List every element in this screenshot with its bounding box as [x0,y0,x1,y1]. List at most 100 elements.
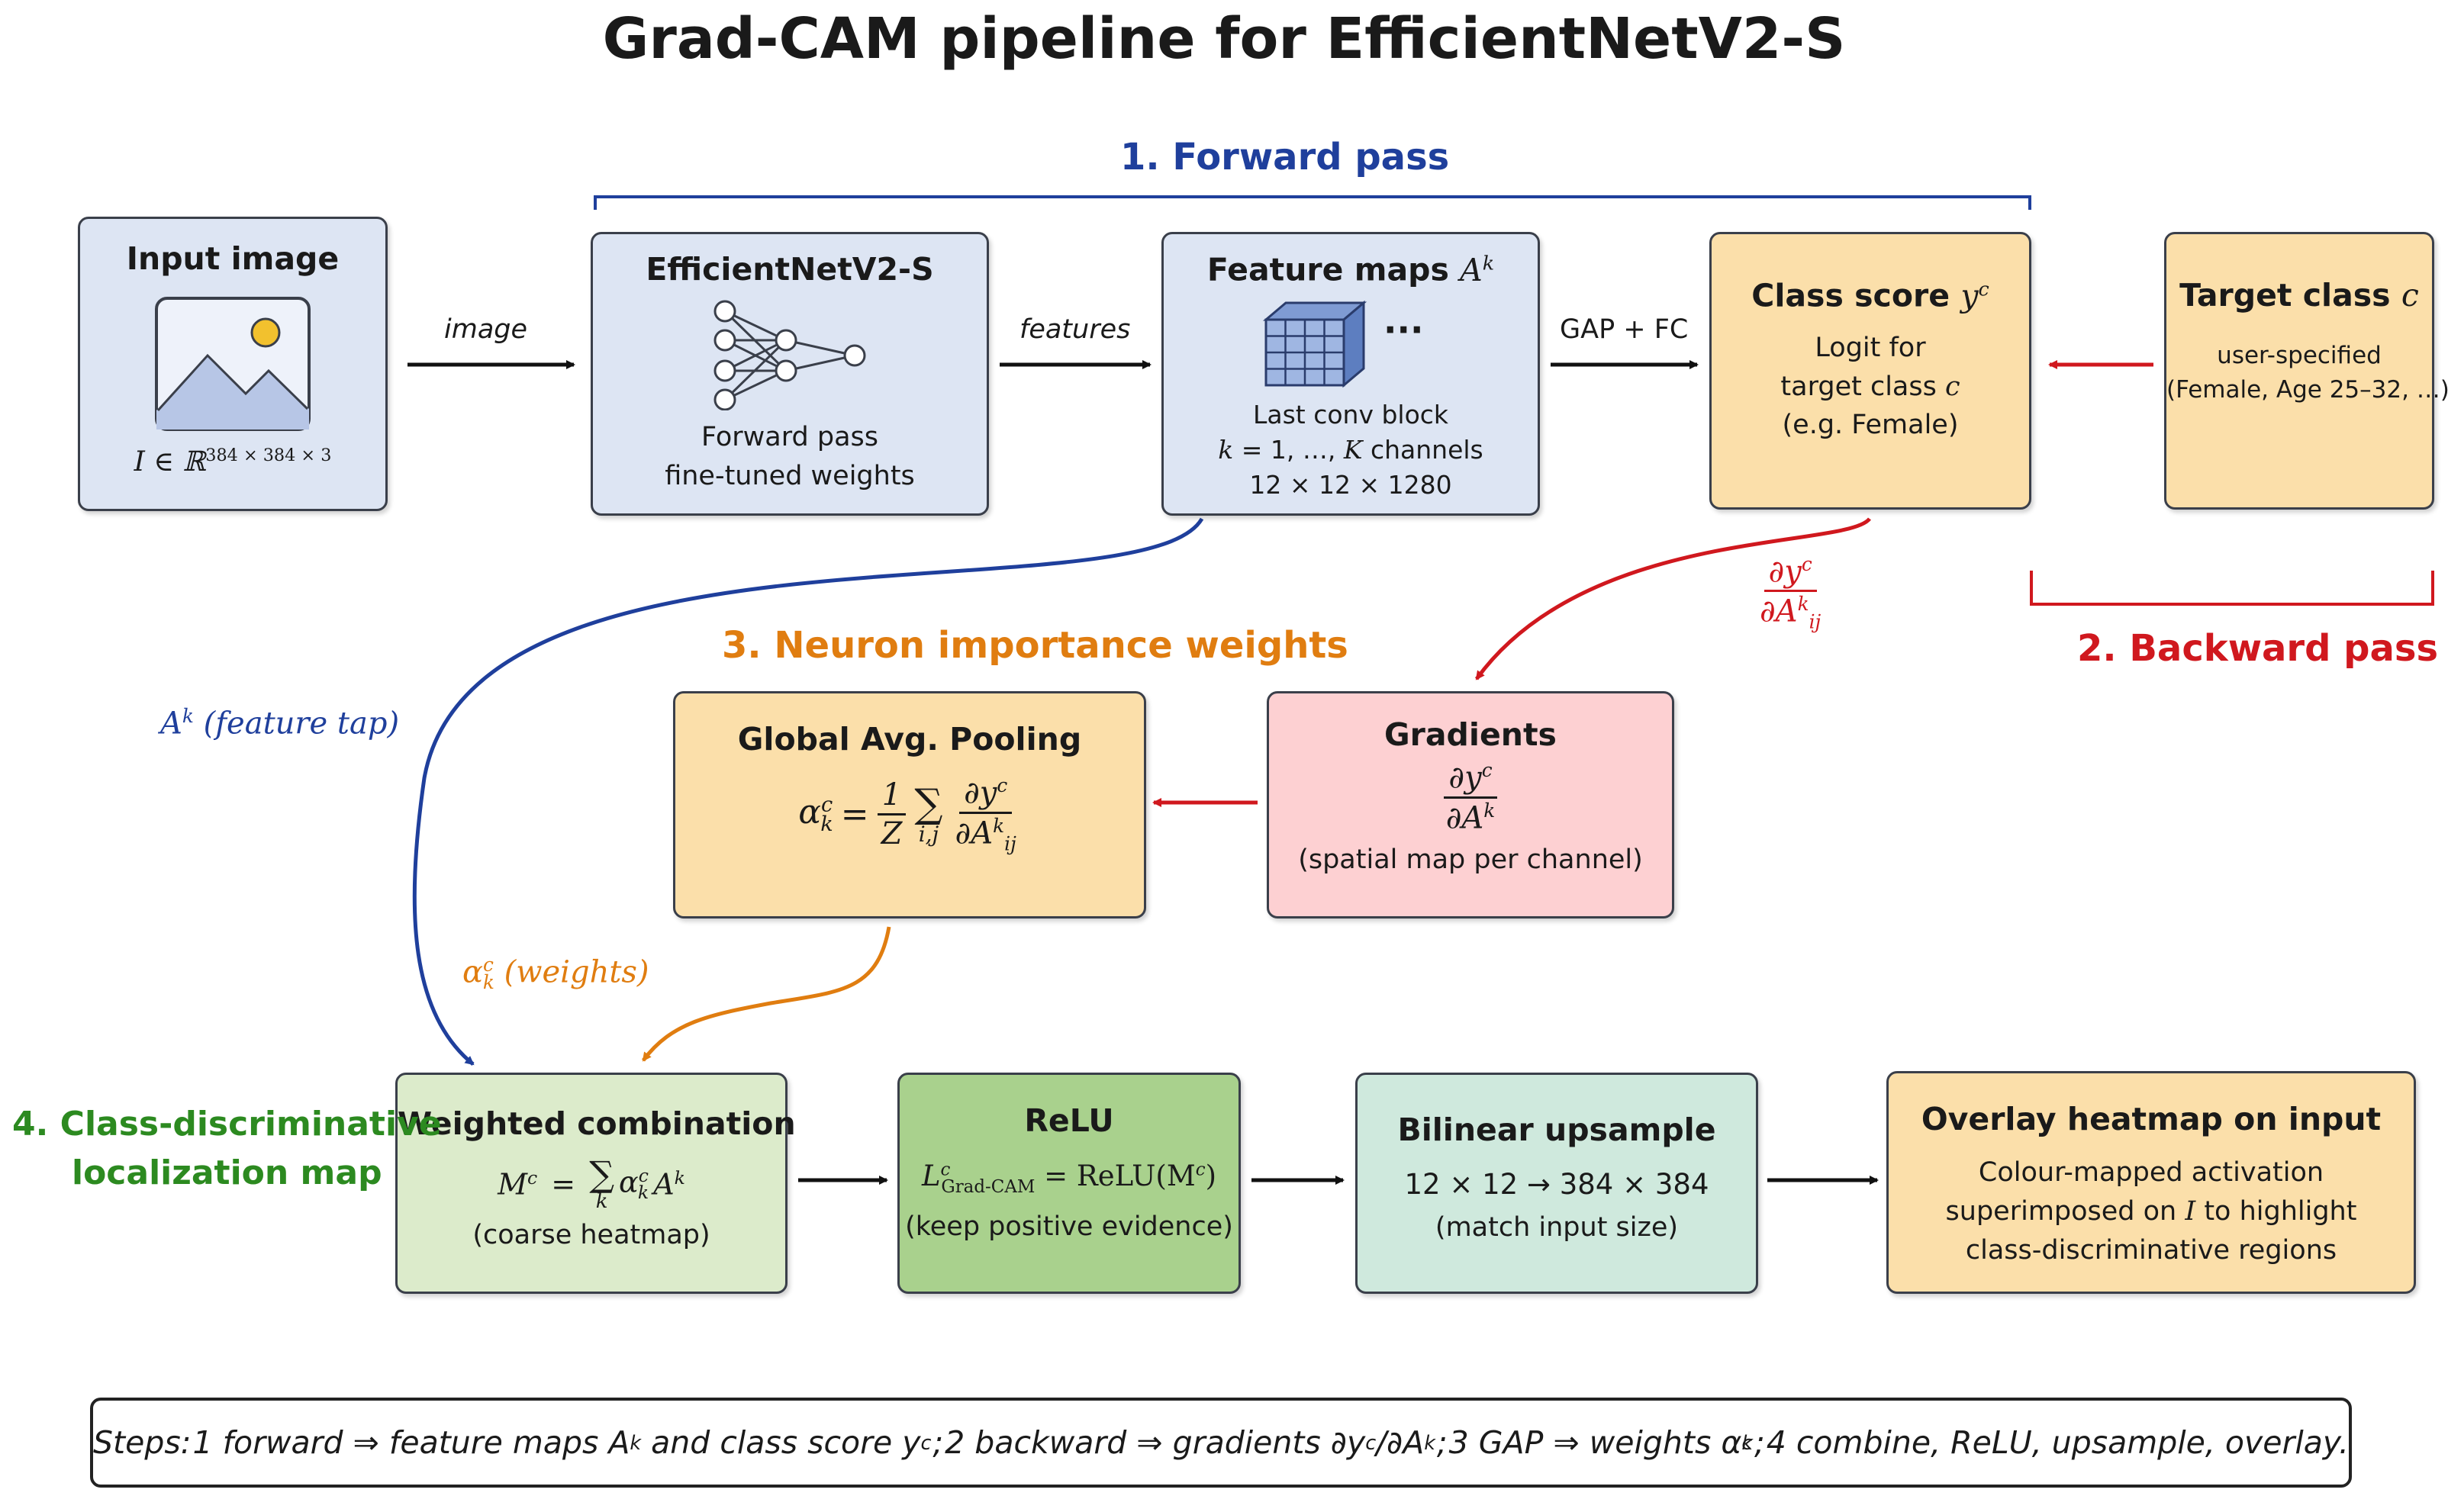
steps-1-sup: k [630,1431,642,1454]
gradients-line1: (spatial map per channel) [1298,844,1643,875]
stage-forward-label: 1. Forward pass [1120,136,1450,179]
gap-grad-num-sup: c [997,774,1008,797]
gap-alpha-sub: k [820,812,833,837]
class-score-symbol: y [1960,277,1979,314]
stage-neuron-label: 3. Neuron importance weights [722,624,1348,667]
gradients-num: ∂y [1448,760,1482,796]
class-score-line2: target class c [1712,368,2029,407]
efficientnet-line2: fine-tuned weights [665,460,915,491]
edge-label-gradient: ∂yc ∂Akij [1755,554,1825,632]
gap-title: Global Avg. Pooling [737,721,1082,758]
relu-rhs-end: ) [1205,1160,1217,1193]
overlay-title: Overlay heatmap on input [1921,1101,2382,1137]
gap-frac-den: Z [881,816,903,852]
weights-alpha: α [462,954,484,990]
weighted-a: A [653,1167,675,1202]
class-score-line1: Logit for [1815,332,1926,363]
target-class-symbol: c [2401,277,2419,314]
edge-grad-den-sub: ij [1809,610,1822,633]
feature-maps-title: Feature maps Ak [1164,251,1538,289]
weighted-eq: = [542,1167,585,1202]
node-efficientnet: EfficientNetV2-S Forward pass fine-tuned… [591,232,989,516]
forward-pass-bracket [594,195,2031,210]
weighted-m-sup: c [527,1166,538,1189]
gap-grad-den: ∂A [955,815,994,851]
weights-sub: k [482,971,494,994]
node-weighted-combination: Weighted combination Mc = ∑ k αck Ak (co… [395,1073,796,1294]
edge-label-image: image [444,314,528,345]
node-relu: ReLU LcGrad-CAM = ReLU(Mc) (keep positiv… [897,1073,1241,1294]
weighted-m: M [498,1167,527,1202]
relu-rhs-sup: c [1195,1160,1206,1180]
input-image-formula: I ∈ ℝ384 × 384 × 3 [80,442,385,482]
edge-label-gap-fc: GAP + FC [1560,314,1689,345]
target-class-line1: user-specified [2217,342,2382,370]
efficientnet-line1: Forward pass [701,422,878,453]
steps-1-sup2: c [920,1431,932,1454]
arrow-feature-tap [412,517,1204,1066]
stage-localization-label: 4. Class-discriminative localization map [12,1100,442,1198]
page-title: Grad-CAM pipeline for EfficientNetV2-S [602,6,1846,72]
relu-rhs: = ReLU(M [1035,1160,1196,1193]
gap-grad-den-sup: k [993,814,1005,837]
feature-maps-K: K [1343,435,1363,465]
efficientnet-title: EfficientNetV2-S [646,251,934,288]
gradients-title: Gradients [1384,716,1557,753]
weighted-line1: (coarse heatmap) [472,1220,710,1251]
class-score-title-text: Class score [1751,277,1950,314]
steps-sep-1: ; [932,1424,944,1461]
weights-text: (weights) [494,954,649,990]
steps-1: 1 forward ⇒ feature maps A [192,1424,630,1461]
image-icon [154,296,311,432]
gap-sum: ∑ [914,780,943,827]
node-target-class: Target class c user-specified (Female, A… [2164,232,2448,510]
arrow-weights [641,926,891,1062]
gradients-formula: ∂yc ∂Ak [1269,760,1672,835]
gap-alpha-sup: c [820,793,833,817]
gap-grad-den-sub: ij [1004,832,1016,854]
class-score-title: Class score yc [1712,277,2029,315]
gap-frac-num: 1 [877,778,907,816]
steps-sep-3: ; [1754,1424,1765,1461]
edge-grad-den: ∂A [1760,594,1798,629]
steps-3-sub: k [1741,1431,1754,1454]
steps-2b: /∂A [1376,1424,1425,1461]
steps-sep-2: ; [1436,1424,1448,1461]
overlay-line3: class-discriminative regions [1965,1234,2337,1266]
feature-maps-sup: k [1482,251,1495,274]
edge-label-weights: αck (weights) [462,954,649,993]
node-bilinear-upsample: Bilinear upsample 12 × 12 → 384 × 384 (m… [1355,1073,1758,1294]
steps-2-sup: c [1365,1431,1377,1454]
feature-maps-channels: channels [1362,435,1483,465]
weighted-a-sup: k [674,1166,685,1189]
relu-formula: LcGrad-CAM = ReLU(Mc) [900,1160,1238,1196]
stage-backward-label: 2. Backward pass [2077,627,2439,670]
gap-eq: = [840,795,869,835]
relu-l: L [921,1160,941,1193]
gap-sum-sub: i,j [918,821,939,847]
steps-3-sup: c [1741,1431,1753,1454]
target-class-title-text: Target class [2179,277,2391,314]
steps-prefix: Steps: [93,1424,192,1461]
overlay-line2-i: I [2185,1195,2196,1227]
class-score-line2-text: target class [1780,371,1937,402]
feature-maps-line2: k = 1, …, K channels [1164,433,1538,468]
feature-maps-line1: Last conv block [1252,399,1449,429]
gradients-num-sup: c [1481,759,1493,782]
gap-alpha: α [798,793,821,832]
class-score-c: c [1944,371,1960,402]
feature-maps-line3: 12 × 12 × 1280 [1249,470,1452,500]
arrow-score-to-gradients [1474,517,1871,680]
stage-localization-line1: 4. Class-discriminative [12,1105,442,1144]
feature-maps-symbol: A [1460,251,1483,288]
steps-3: 3 GAP ⇒ weights α [1448,1424,1742,1461]
weighted-title: Weighted combination [398,1105,796,1142]
node-class-score: Class score yc Logit for target class c … [1709,232,2031,510]
stage-localization-line2: localization map [72,1153,382,1192]
relu-title: ReLU [1024,1102,1114,1139]
feature-maps-range: = 1, …, [1233,435,1344,465]
overlay-line2-b: to highlight [2195,1195,2357,1227]
edge-label-features: features [1019,314,1131,345]
